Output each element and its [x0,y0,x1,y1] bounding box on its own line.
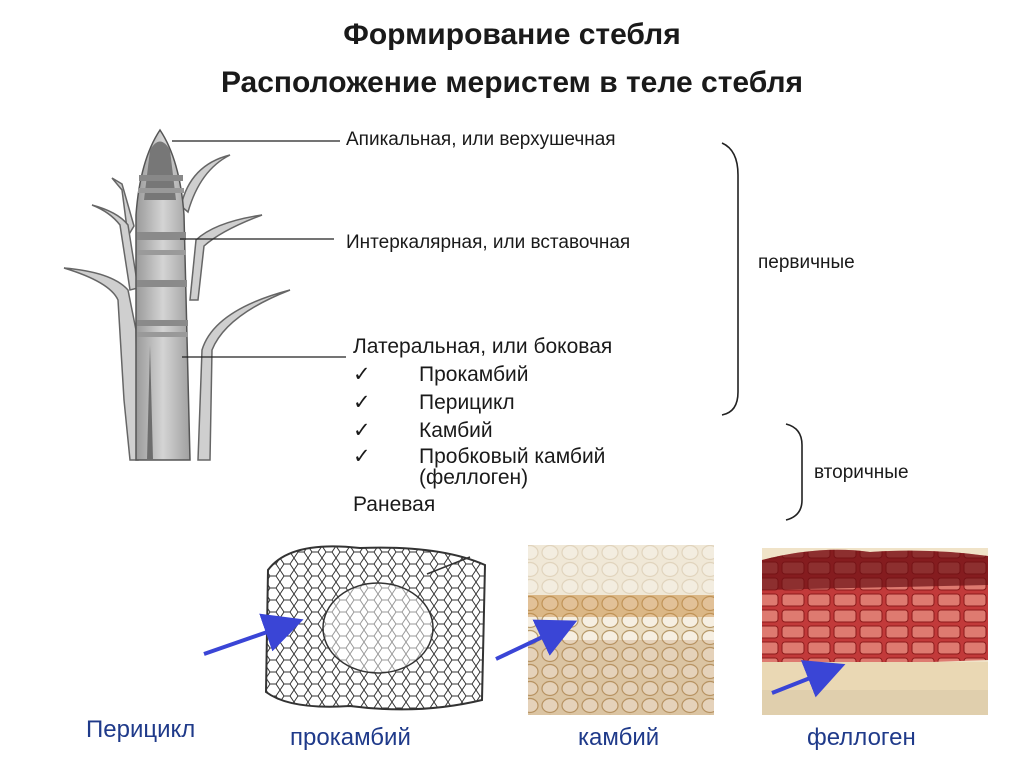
list-item-pericycle: ✓Перицикл [353,391,515,414]
brace-primary [721,142,739,416]
caption-pericycle: Перицикл [86,716,196,743]
label-wound: Раневая [353,493,436,516]
pointer-arrow-phellogen [771,660,846,698]
check-icon: ✓ [353,363,371,386]
phellogen-micrograph [762,548,988,715]
label-secondary: вторичные [814,462,909,483]
brace-secondary [785,423,803,521]
pointer-arrow-pericycle [203,613,304,656]
check-icon: ✓ [353,419,371,442]
list-item-cork-cambium: ✓Пробковый камбий [353,445,606,468]
check-icon: ✓ [353,445,371,468]
slide-title: Формирование стебля [343,18,681,51]
list-item-cambium: ✓Камбий [353,419,493,442]
pointer-arrow-cambium [495,619,578,661]
procambium-drawing [264,545,487,711]
label-lateral: Латеральная, или боковая [353,335,613,358]
label-primary: первичные [758,252,855,273]
label-phellogen-paren: (феллоген) [419,466,529,489]
label-apical: Апикальная, или верхушечная [346,129,616,150]
cambium-micrograph [528,545,714,715]
stem-illustration [63,128,291,461]
caption-cambium: камбий [578,724,660,751]
list-item-procambium: ✓Прокамбий [353,363,529,386]
label-intercalary: Интеркалярная, или вставочная [346,232,631,253]
caption-procambium: прокамбий [290,724,411,751]
caption-phellogen: феллоген [807,724,916,751]
check-icon: ✓ [353,391,371,414]
slide-subtitle: Расположение меристем в теле стебля [220,66,804,99]
